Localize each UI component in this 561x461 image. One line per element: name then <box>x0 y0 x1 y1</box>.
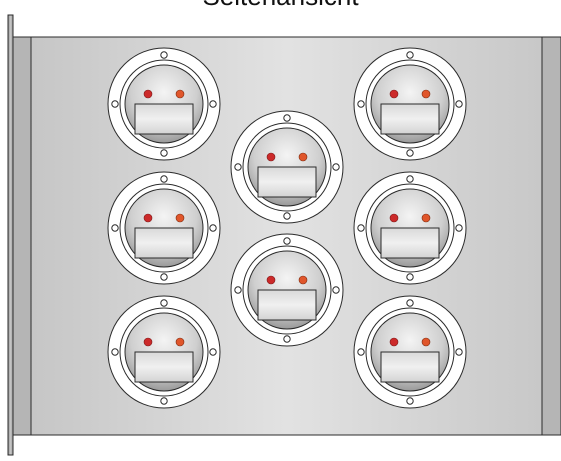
screw-hole <box>283 114 291 122</box>
screw-hole <box>283 335 291 343</box>
left-mounting-bracket <box>7 14 14 456</box>
connector-body <box>134 227 194 259</box>
led-indicator <box>266 152 276 162</box>
screw-hole <box>332 286 340 294</box>
screw-hole <box>357 348 365 356</box>
screw-hole <box>332 163 340 171</box>
led-indicator <box>421 337 431 347</box>
led-indicator <box>266 275 276 285</box>
connector-right-1 <box>353 47 467 161</box>
connector-body <box>257 289 317 321</box>
led-indicator <box>175 213 185 223</box>
screw-hole <box>283 212 291 220</box>
led-indicator <box>298 152 308 162</box>
led-indicator <box>175 337 185 347</box>
screw-hole <box>160 299 168 307</box>
led-indicator <box>389 89 399 99</box>
led-indicator <box>143 337 153 347</box>
right-panel-edge <box>541 36 561 436</box>
connector-body <box>380 227 440 259</box>
connector-group <box>107 47 467 409</box>
screw-hole <box>209 348 217 356</box>
screw-hole <box>234 163 242 171</box>
screw-hole <box>406 299 414 307</box>
left-panel-edge <box>12 36 32 436</box>
led-indicator <box>389 337 399 347</box>
screw-hole <box>455 224 463 232</box>
screw-hole <box>160 397 168 405</box>
connector-left-3 <box>107 295 221 409</box>
screw-hole <box>111 224 119 232</box>
page-title: Seitenansicht <box>0 0 561 12</box>
led-indicator <box>143 89 153 99</box>
screw-hole <box>209 100 217 108</box>
screw-hole <box>455 100 463 108</box>
connector-body <box>380 103 440 135</box>
screw-hole <box>234 286 242 294</box>
screw-hole <box>209 224 217 232</box>
led-indicator <box>298 275 308 285</box>
screw-hole <box>160 273 168 281</box>
led-indicator <box>175 89 185 99</box>
screw-hole <box>406 149 414 157</box>
connector-body <box>257 166 317 198</box>
led-indicator <box>143 213 153 223</box>
connector-left-1 <box>107 47 221 161</box>
led-indicator <box>389 213 399 223</box>
connector-left-2 <box>107 171 221 285</box>
screw-hole <box>357 100 365 108</box>
connector-body <box>380 351 440 383</box>
screw-hole <box>455 348 463 356</box>
screw-hole <box>160 51 168 59</box>
connector-body <box>134 103 194 135</box>
connector-body <box>134 351 194 383</box>
screw-hole <box>283 237 291 245</box>
screw-hole <box>406 51 414 59</box>
screw-hole <box>406 397 414 405</box>
screw-hole <box>111 100 119 108</box>
screw-hole <box>111 348 119 356</box>
connector-right-2 <box>353 171 467 285</box>
led-indicator <box>421 213 431 223</box>
screw-hole <box>160 149 168 157</box>
connector-right-3 <box>353 295 467 409</box>
connector-center-2 <box>230 233 344 347</box>
led-indicator <box>421 89 431 99</box>
screw-hole <box>357 224 365 232</box>
screw-hole <box>160 175 168 183</box>
screw-hole <box>406 273 414 281</box>
connector-center-1 <box>230 110 344 224</box>
screw-hole <box>406 175 414 183</box>
